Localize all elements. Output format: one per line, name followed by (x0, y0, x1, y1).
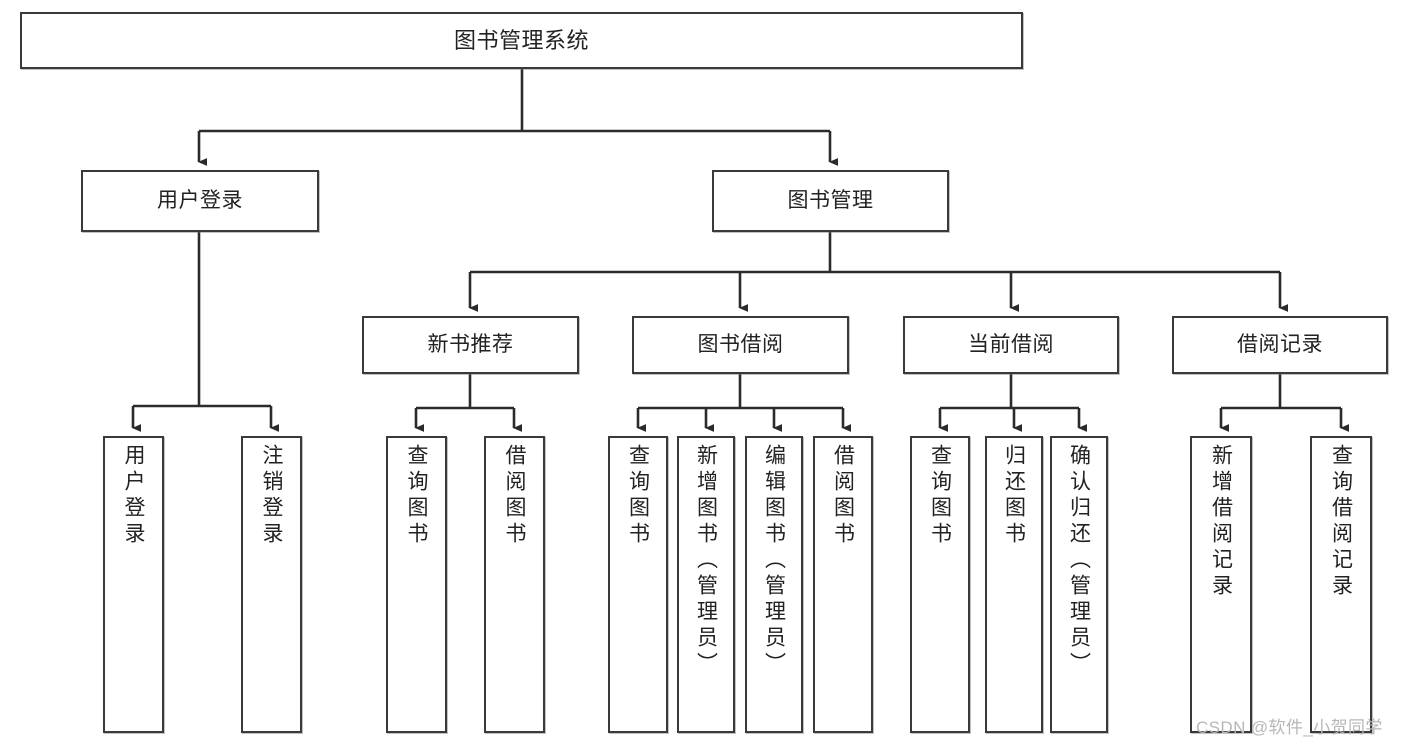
csdn-watermark: CSDN @软件_小贺同学 (1196, 718, 1383, 737)
node-user-login-label: 用户登录 (157, 188, 243, 212)
node-root[interactable]: 图书管理系统 (20, 12, 1023, 69)
node-borrow-record[interactable]: 借阅记录 (1172, 316, 1388, 374)
node-book-borrow-label: 图书借阅 (697, 332, 784, 356)
node-root-label: 图书管理系统 (453, 27, 589, 53)
node-new-book-rec[interactable]: 新书推荐 (362, 316, 579, 374)
leaf-query-book-current-label: 查询图书 (928, 444, 952, 548)
leaf-query-book-borrow-label: 查询图书 (626, 444, 650, 548)
node-current-borrow[interactable]: 当前借阅 (903, 316, 1119, 374)
node-book-manage-label: 图书管理 (787, 188, 874, 212)
leaf-edit-book-admin[interactable]: 编辑图书（管理员） (745, 436, 803, 733)
leaf-edit-book-admin-label: 编辑图书（管理员） (762, 444, 786, 678)
leaf-query-book-borrow[interactable]: 查询图书 (608, 436, 668, 733)
leaf-return-book[interactable]: 归还图书 (985, 436, 1043, 733)
node-borrow-record-label: 借阅记录 (1237, 332, 1323, 356)
leaf-query-book-current[interactable]: 查询图书 (910, 436, 970, 733)
leaf-add-borrow-record-label: 新增借阅记录 (1209, 444, 1233, 600)
leaf-borrow-book-rec[interactable]: 借阅图书 (484, 436, 545, 733)
leaf-query-book-rec-label: 查询图书 (405, 444, 428, 548)
leaf-borrow-book-rec-label: 借阅图书 (503, 444, 526, 548)
leaf-add-book-admin-label: 新增图书（管理员） (694, 444, 718, 678)
leaf-borrow-book[interactable]: 借阅图书 (813, 436, 873, 733)
leaf-borrow-book-label: 借阅图书 (831, 444, 855, 548)
node-book-manage[interactable]: 图书管理 (712, 170, 949, 232)
leaf-logout-label: 注销登录 (260, 444, 283, 548)
leaf-logout[interactable]: 注销登录 (241, 436, 302, 733)
leaf-add-book-admin[interactable]: 新增图书（管理员） (677, 436, 735, 733)
leaf-confirm-return-admin-label: 确认归还（管理员） (1067, 444, 1091, 678)
node-new-book-rec-label: 新书推荐 (427, 332, 514, 356)
leaf-return-book-label: 归还图书 (1002, 444, 1026, 548)
leaf-query-borrow-record[interactable]: 查询借阅记录 (1310, 436, 1372, 733)
leaf-confirm-return-admin[interactable]: 确认归还（管理员） (1050, 436, 1108, 733)
leaf-query-book-rec[interactable]: 查询图书 (386, 436, 447, 733)
leaf-user-login-label: 用户登录 (122, 444, 145, 548)
node-current-borrow-label: 当前借阅 (968, 332, 1054, 356)
node-user-login[interactable]: 用户登录 (81, 170, 319, 232)
leaf-query-borrow-record-label: 查询借阅记录 (1329, 444, 1353, 600)
node-book-borrow[interactable]: 图书借阅 (632, 316, 849, 374)
leaf-user-login[interactable]: 用户登录 (103, 436, 164, 733)
leaf-add-borrow-record[interactable]: 新增借阅记录 (1190, 436, 1252, 733)
